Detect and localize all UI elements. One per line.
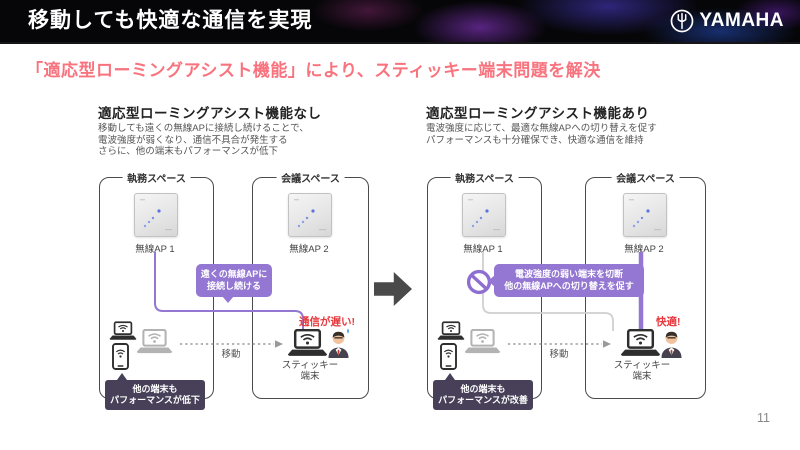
sticky-laptop-icon-right	[621, 329, 660, 356]
right-desc-line: 電波強度に応じて、最適な無線APへの切り替えを促す	[426, 123, 657, 134]
left-panel-heading: 適応型ローミングアシスト機能なし	[98, 106, 322, 121]
dropped-connection-line-right	[482, 252, 614, 331]
left-desc-line: 電波強度が弱くなり、通信不具合が発生する	[98, 134, 288, 146]
wireless-ap2-right	[623, 193, 667, 237]
sticky-label-line: 端末	[632, 371, 652, 382]
sticky-terminal-label-right: スティッキー 端末	[602, 360, 682, 382]
zone-label: 会議スペース	[276, 170, 345, 185]
badge-line: パフォーマンスが改善	[438, 395, 528, 405]
callout-sticky-left: 遠くの無線APに 接続し続ける	[196, 264, 272, 303]
zone-label: 執務スペース	[122, 170, 191, 185]
slide-title: 移動しても快適な通信を実現	[28, 9, 313, 32]
badge-line: 他の端末も	[460, 384, 506, 394]
ap1-label-left: 無線AP 1	[135, 244, 175, 255]
slide-subtitle: 「適応型ローミングアシスト機能」により、スティッキー端末問題を解決	[26, 61, 601, 80]
ap-led-dots	[294, 199, 326, 231]
right-desc-line: パフォーマンスも十分確保でき、快適な通信を維持	[426, 134, 644, 146]
sticky-connection-line-left	[154, 252, 304, 331]
left-desc-line: さらに、他の端末もパフォーマンスが低下	[98, 146, 279, 157]
badge-line: パフォーマンスが低下	[110, 395, 200, 405]
callout-line: 他の無線APへの切り替えを促す	[504, 280, 634, 291]
ap1-label-right: 無線AP 1	[463, 244, 503, 255]
phone-wifi-icon	[112, 343, 129, 370]
laptop-ghost-icon	[136, 329, 173, 354]
right-panel-description: 電波強度に応じて、最適な無線APへの切り替えを促す パフォーマンスも十分確保でき…	[426, 123, 657, 146]
move-arrowhead-left	[275, 340, 283, 348]
sticky-terminal-label-left: スティッキー 端末	[270, 360, 350, 382]
move-label-left: 移動	[221, 349, 241, 360]
move-label-right: 移動	[549, 349, 569, 360]
callout-line: 電波強度の弱い端末を切断	[514, 269, 623, 279]
right-panel-heading: 適応型ローミングアシスト機能あり	[426, 106, 650, 121]
zone-label: 会議スペース	[611, 170, 680, 185]
sticky-label-line: 端末	[300, 371, 320, 382]
person-troubled-icon	[328, 328, 349, 358]
laptop-ghost-icon	[464, 329, 501, 354]
left-panel-description: 移動しても遠くの無線APに接続し続けることで、 電波強度が弱くなり、通信不具合が…	[98, 123, 309, 158]
person-happy-icon	[661, 331, 682, 358]
callout-line: 遠くの無線APに	[200, 269, 268, 279]
callout-line: 接続し続ける	[206, 280, 261, 291]
sticky-laptop-icon-left	[288, 329, 327, 356]
phone-wifi-icon	[440, 343, 457, 370]
wireless-ap2-left	[288, 193, 332, 237]
badge-performance-right: 他の端末も パフォーマンスが改善	[433, 373, 533, 410]
ap-led-dots	[629, 199, 661, 231]
callout-roaming-right: 電波強度の弱い端末を切断 他の無線APへの切り替えを促す	[488, 264, 644, 297]
ap2-label-left: 無線AP 2	[289, 244, 329, 255]
ap2-label-right: 無線AP 2	[624, 244, 664, 255]
laptop-wifi-icon	[109, 321, 137, 340]
wireless-ap1-right	[462, 193, 506, 237]
status-slow-text: 通信が遅い!	[299, 316, 355, 328]
badge-performance-left: 他の端末も パフォーマンスが低下	[105, 373, 205, 410]
left-desc-line: 移動しても遠くの無線APに接続し続けることで、	[98, 123, 309, 134]
badge-line: 他の端末も	[132, 384, 178, 394]
wireless-ap1-left	[134, 193, 178, 237]
zone-label: 執務スペース	[450, 170, 519, 185]
move-arrowhead-right	[603, 340, 611, 348]
status-comfort-text: 快適!	[656, 316, 681, 328]
sticky-label-line: スティッキー	[281, 360, 339, 371]
yamaha-logo: YAMAHA	[670, 0, 784, 42]
laptop-wifi-icon	[437, 321, 465, 340]
sticky-label-line: スティッキー	[613, 360, 671, 371]
ap-led-dots	[468, 199, 500, 231]
yamaha-logo-text: YAMAHA	[699, 10, 784, 31]
ap-led-dots	[140, 199, 172, 231]
page-number: 11	[757, 411, 770, 425]
yamaha-tuning-fork-icon	[671, 9, 694, 33]
header-bar: 移動しても快適な通信を実現 YAMAHA	[0, 0, 800, 44]
